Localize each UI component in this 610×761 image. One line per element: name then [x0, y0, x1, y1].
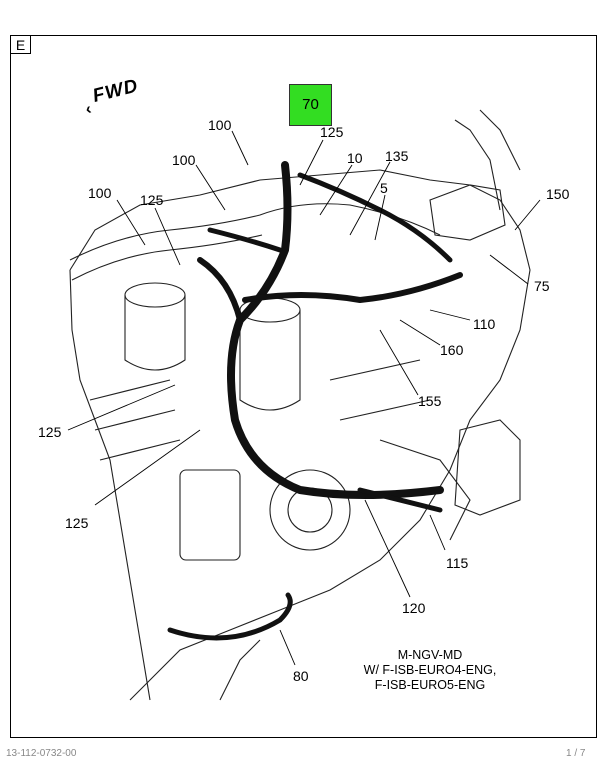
callout-110[interactable]: 110	[473, 316, 496, 332]
callout-115[interactable]: 115	[446, 555, 469, 571]
callout-125[interactable]: 125	[38, 424, 62, 440]
callout-5[interactable]: 5	[380, 180, 388, 196]
note-line: M-NGV-MD	[397, 648, 463, 662]
callout-135[interactable]: 135	[385, 148, 409, 164]
callout-100[interactable]: 100	[172, 152, 196, 168]
callout-120[interactable]: 120	[402, 600, 426, 616]
page-number: 1 / 7	[566, 748, 586, 759]
callout-100[interactable]: 100	[88, 185, 112, 201]
applicability-note: M-NGV-MD W/ F-ISB-EURO4-ENG, F-ISB-EURO5…	[355, 648, 505, 693]
note-line: W/ F-ISB-EURO4-ENG,	[363, 663, 497, 677]
note-line: F-ISB-EURO5-ENG	[374, 678, 486, 692]
callout-75[interactable]: 75	[534, 278, 550, 294]
callout-155[interactable]: 155	[418, 393, 442, 409]
diagram-frame	[10, 35, 597, 738]
callout-10[interactable]: 10	[347, 150, 363, 166]
callout-80[interactable]: 80	[293, 668, 309, 684]
document-id: 13-112-0732-00	[6, 748, 77, 759]
callout-100[interactable]: 100	[208, 117, 232, 133]
callout-125[interactable]: 125	[140, 192, 164, 208]
callout-125[interactable]: 125	[65, 515, 89, 531]
callout-70-highlighted[interactable]: 70	[289, 84, 332, 126]
callout-160[interactable]: 160	[440, 342, 464, 358]
view-label: E	[11, 36, 31, 54]
callout-125[interactable]: 125	[320, 124, 344, 140]
callout-150[interactable]: 150	[546, 186, 570, 202]
